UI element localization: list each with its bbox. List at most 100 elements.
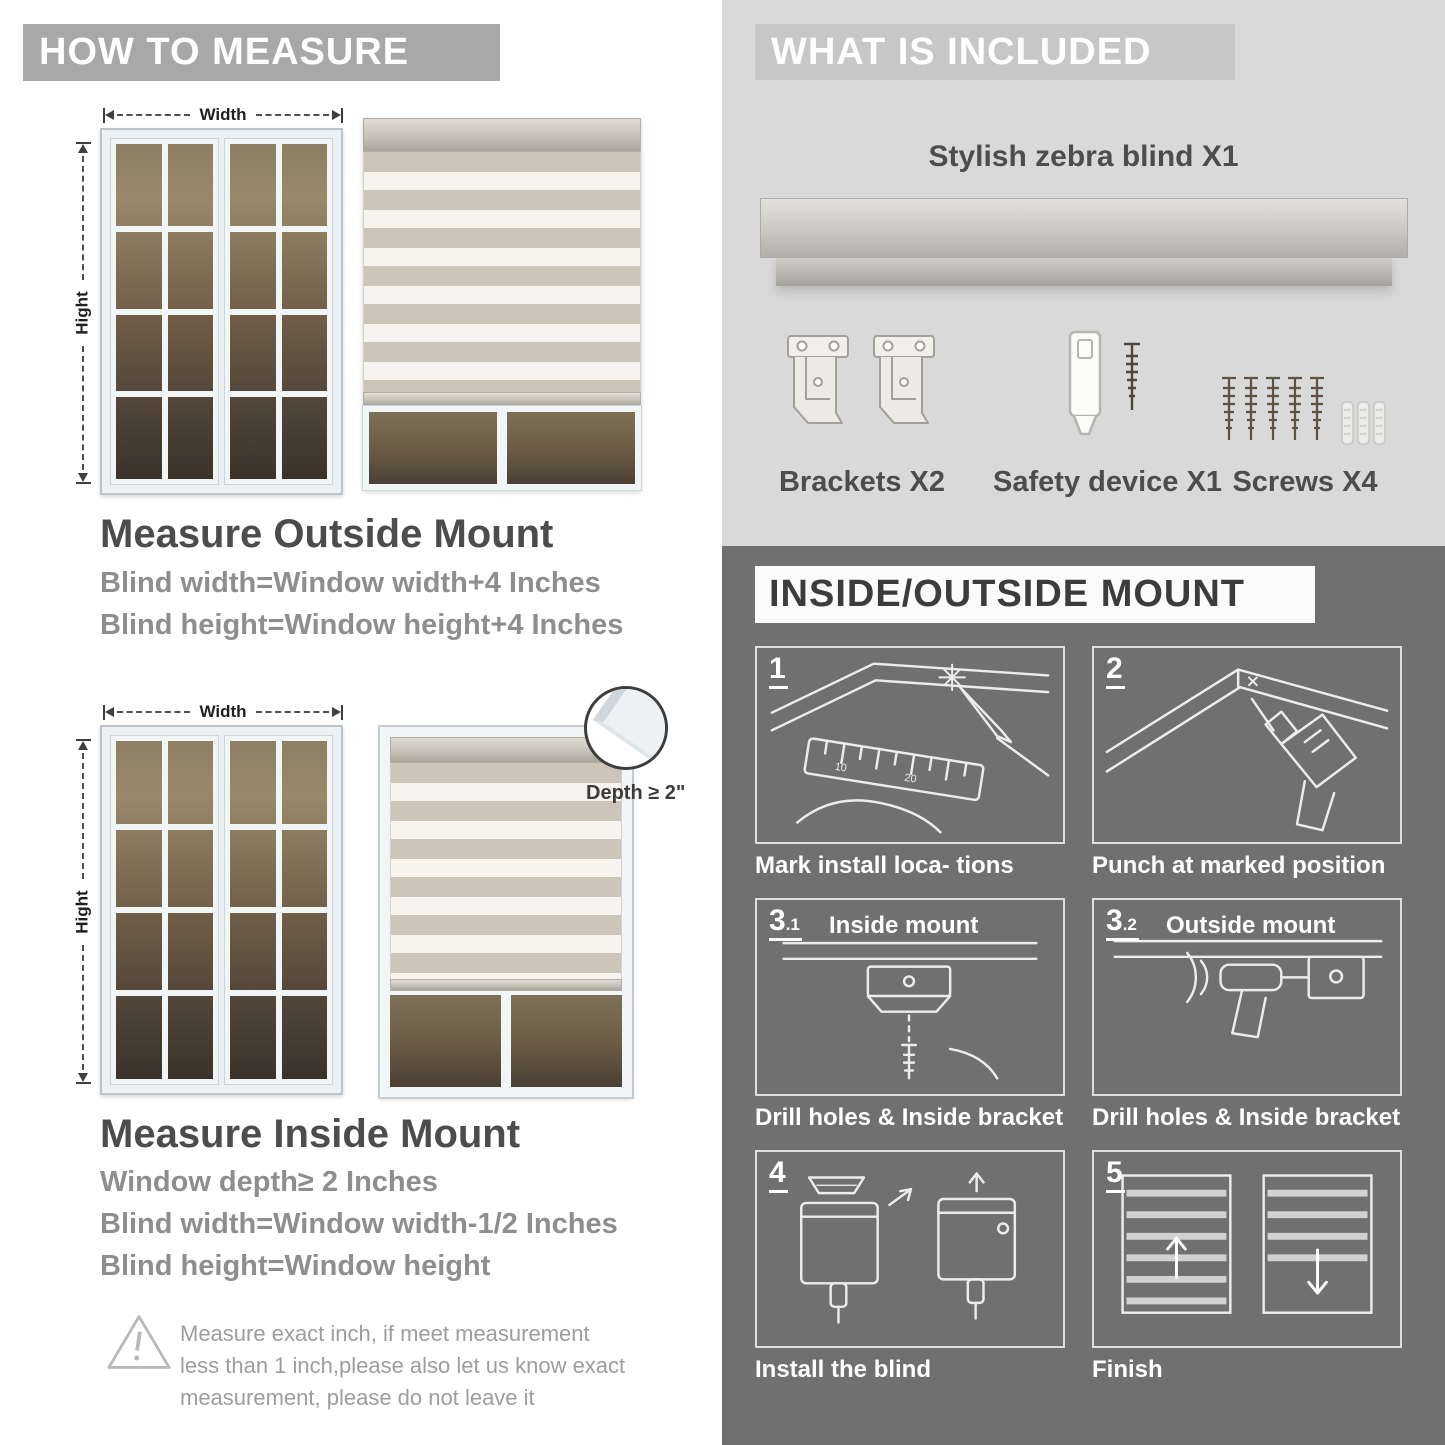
dashed-line xyxy=(255,711,329,713)
step-number-main: 5 xyxy=(1106,1156,1123,1189)
mark-location-illustration: 10 20 xyxy=(770,662,1050,834)
step-number-sub: .2 xyxy=(1122,915,1137,934)
blind-fascia-illustration xyxy=(776,258,1392,286)
window-lower-panes xyxy=(362,405,642,491)
svg-text:20: 20 xyxy=(904,772,918,786)
height-label-box: Hight xyxy=(61,283,104,343)
step-number: 3.2 xyxy=(1106,906,1139,941)
inside-formula-height: Blind height=Window height xyxy=(100,1250,491,1282)
step-number-main: 3 xyxy=(769,904,786,937)
frame-corner-graphic xyxy=(592,689,665,762)
step-number: 5 xyxy=(1106,1158,1125,1193)
what-is-included-section: WHAT IS INCLUDED Stylish zebra blind X1 xyxy=(722,0,1445,546)
step-title: Inside mount xyxy=(829,912,979,939)
blind-bottomrail xyxy=(363,392,641,406)
outside-mount-bracket-illustration xyxy=(1113,939,1383,1039)
dashed-line xyxy=(82,156,84,280)
window-illustration-outside xyxy=(100,128,343,495)
height-arrow-inside: Hight xyxy=(72,739,94,1084)
arrowhead-left-icon xyxy=(105,707,114,717)
arrow-end-tick xyxy=(341,704,343,720)
safety-device-label: Safety device X1 xyxy=(993,466,1222,498)
inside-mount-bracket-illustration xyxy=(782,941,1038,1080)
arrow-end-tick xyxy=(75,1082,91,1084)
zebra-shade xyxy=(390,763,622,979)
svg-text:10: 10 xyxy=(834,761,848,775)
inside-mount-title: Measure Inside Mount xyxy=(100,1112,521,1156)
width-arrow-inside: Width xyxy=(103,702,343,722)
step-number-sub: .1 xyxy=(785,915,800,934)
install-blind-illustration xyxy=(800,1172,1017,1324)
outside-mount-title: Measure Outside Mount xyxy=(100,512,554,556)
step-number: 1 xyxy=(769,654,788,689)
height-label-box: Hight xyxy=(61,882,104,942)
outside-formula-height: Blind height=Window height+4 Inches xyxy=(100,609,624,641)
finished-blinds-illustration xyxy=(1121,1174,1373,1314)
outside-formula-width: Blind width=Window width+4 Inches xyxy=(100,567,601,599)
step-title: Outside mount xyxy=(1166,912,1336,939)
step-panel-2: 2 xyxy=(1092,646,1402,844)
window-sash xyxy=(224,138,333,485)
product-label: Stylish zebra blind X1 xyxy=(928,140,1239,173)
inside-formula-depth: Window depth≥ 2 Inches xyxy=(100,1166,438,1198)
step-caption-4: Install the blind xyxy=(755,1356,932,1383)
step-caption-3-1: Drill holes & Inside bracket xyxy=(755,1104,1064,1131)
arrowhead-down-icon xyxy=(78,473,88,482)
dashed-line xyxy=(82,753,84,879)
width-arrow-outside: Width xyxy=(103,105,343,125)
mount-guide-section: INSIDE/OUTSIDE MOUNT 1 10 20 xyxy=(722,546,1445,1445)
zebra-shade xyxy=(363,152,641,392)
step-panel-4: 4 xyxy=(755,1150,1065,1348)
dashed-line xyxy=(82,346,84,470)
what-is-included-header: WHAT IS INCLUDED xyxy=(755,24,1235,80)
step-number-main: 4 xyxy=(769,1156,786,1189)
step-number-main: 1 xyxy=(769,652,786,685)
depth-note: Depth ≥ 2" xyxy=(586,782,686,804)
step-panel-3-1: 3.1 Inside mount xyxy=(755,898,1065,1096)
step-caption-5: Finish xyxy=(1092,1356,1163,1383)
step-panel-1: 1 10 20 xyxy=(755,646,1065,844)
arrowhead-up-icon xyxy=(78,144,88,153)
brackets-label: Brackets X2 xyxy=(778,466,946,498)
how-to-measure-header: HOW TO MEASURE xyxy=(23,24,500,81)
screws-icon xyxy=(1222,376,1386,445)
safety-device-icon xyxy=(1068,330,1140,436)
window-lower-panes xyxy=(390,991,622,1087)
depth-detail-circle xyxy=(584,686,668,770)
window-sash xyxy=(110,138,219,485)
width-label: Width xyxy=(199,105,247,124)
step-panel-5: 5 xyxy=(1092,1150,1402,1348)
arrow-end-tick xyxy=(103,107,105,123)
zebra-blind-inside-illustration xyxy=(378,725,634,1099)
arrowhead-right-icon xyxy=(332,110,341,120)
arrow-end-tick xyxy=(75,482,91,484)
screws-label: Screws X4 xyxy=(1232,466,1378,498)
zebra-blind-outside-illustration xyxy=(362,118,642,491)
blind-headrail xyxy=(363,118,641,152)
window-illustration-inside xyxy=(100,725,343,1095)
step-number-main: 2 xyxy=(1106,652,1123,685)
arrow-end-tick xyxy=(75,739,91,741)
arrowhead-up-icon xyxy=(78,741,88,750)
step-number: 4 xyxy=(769,1158,788,1193)
height-label: Hight xyxy=(73,291,92,335)
arrow-end-tick xyxy=(341,107,343,123)
dashed-line xyxy=(255,114,329,116)
step-caption-3-2: Drill holes & Inside bracket xyxy=(1092,1104,1401,1131)
arrowhead-left-icon xyxy=(105,110,114,120)
dashed-line xyxy=(82,944,84,1070)
step-panel-3-2: 3.2 Outside mount xyxy=(1092,898,1402,1096)
step-number: 2 xyxy=(1106,654,1125,689)
inside-formula-width: Blind width=Window width-1/2 Inches xyxy=(100,1208,618,1240)
step-number: 3.1 xyxy=(769,906,802,941)
brackets-icon xyxy=(787,335,935,424)
mount-guide-header: INSIDE/OUTSIDE MOUNT xyxy=(755,566,1315,623)
height-label: Hight xyxy=(73,889,92,934)
window-frame xyxy=(378,725,634,1099)
arrowhead-down-icon xyxy=(78,1073,88,1082)
step-caption-1: Mark install loca- tions xyxy=(755,852,1014,879)
warning-triangle-icon xyxy=(107,1315,171,1369)
height-arrow-outside: Hight xyxy=(72,142,94,484)
arrow-end-tick xyxy=(75,142,91,144)
